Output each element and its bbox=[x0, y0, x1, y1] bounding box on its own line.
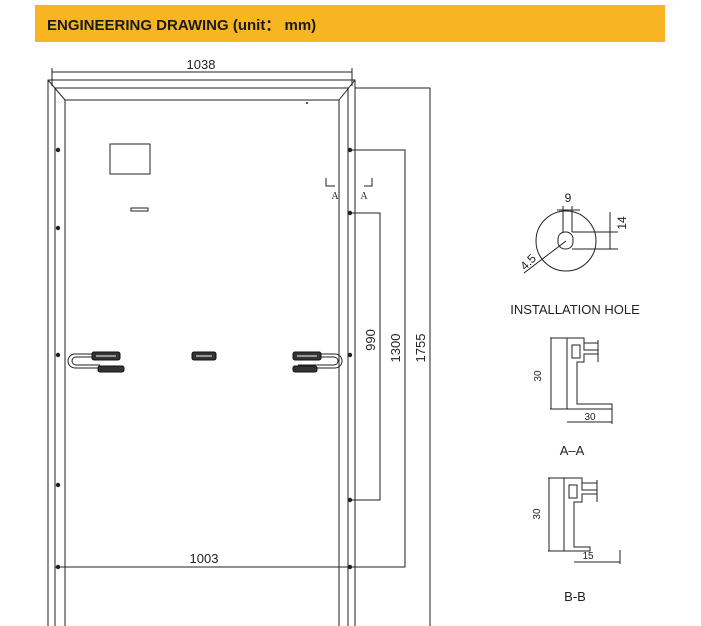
connector-right-bottom bbox=[292, 365, 318, 373]
cable-left bbox=[67, 353, 100, 369]
mounting-holes bbox=[55, 102, 353, 570]
dim-line-1300 bbox=[352, 149, 406, 568]
dim-label-1300: 1300 bbox=[388, 334, 403, 363]
dim-line-990 bbox=[352, 212, 381, 501]
section-cut-mark bbox=[325, 178, 373, 187]
junction-box bbox=[109, 143, 151, 175]
dim-label-1003: 1003 bbox=[190, 551, 219, 566]
section-aa-label: A–A bbox=[560, 443, 585, 458]
dim-line-1755 bbox=[355, 87, 431, 626]
section-bb-label: B-B bbox=[564, 589, 586, 604]
section-mark-left: A bbox=[331, 191, 339, 202]
header-title: ENGINEERING DRAWING (unit： mm) bbox=[47, 17, 317, 34]
section-mark-right: A bbox=[360, 191, 368, 202]
connector-left-bottom bbox=[97, 365, 125, 373]
section-bb-dim-height: 30 bbox=[532, 508, 543, 520]
section-bb-profile bbox=[548, 477, 621, 564]
section-aa-profile bbox=[550, 337, 613, 424]
hole-dim-14: 14 bbox=[615, 216, 629, 230]
section-bb-dim-width: 15 bbox=[582, 551, 594, 562]
dim-label-1038: 1038 bbox=[187, 57, 216, 72]
panel-frame bbox=[47, 79, 356, 626]
dim-line-1038 bbox=[51, 68, 353, 86]
nameplate-slot bbox=[130, 207, 149, 212]
installation-hole-detail bbox=[523, 206, 618, 274]
section-aa-dim-height: 30 bbox=[533, 370, 544, 382]
dim-label-990: 990 bbox=[363, 329, 378, 351]
header-bar: ENGINEERING DRAWING (unit： mm) bbox=[35, 5, 665, 42]
hole-dim-4-5: 4.5 bbox=[517, 251, 539, 273]
dim-label-1755: 1755 bbox=[413, 334, 428, 363]
section-aa-dim-width: 30 bbox=[584, 412, 596, 423]
cable-right bbox=[298, 353, 343, 369]
installation-hole-label: INSTALLATION HOLE bbox=[510, 302, 640, 317]
hole-dim-9: 9 bbox=[565, 191, 572, 205]
